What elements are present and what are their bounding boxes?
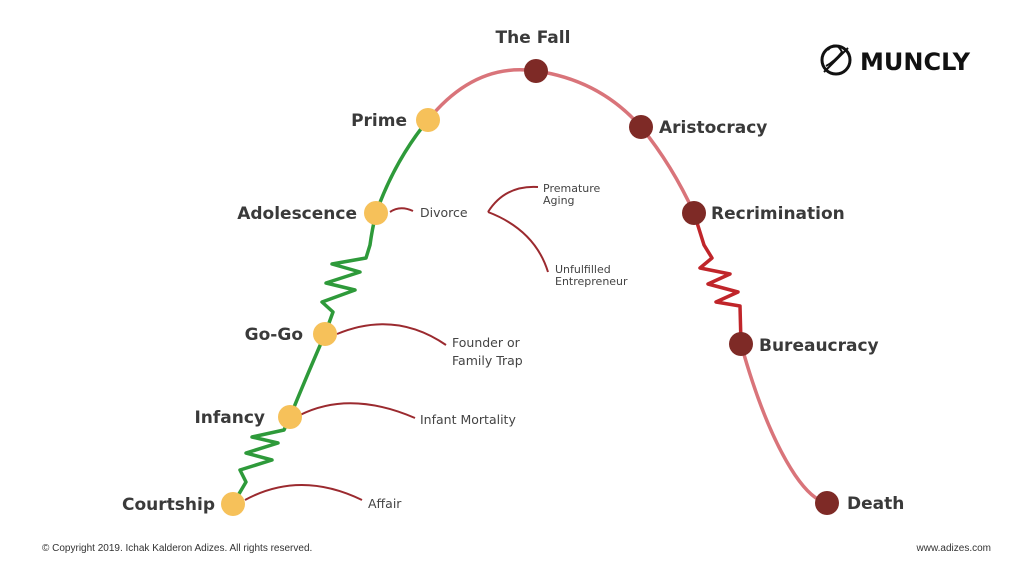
stage-dot-bureaucracy[interactable] bbox=[729, 332, 753, 356]
trap-line-affair bbox=[244, 484, 363, 501]
decline-curve bbox=[426, 68, 696, 214]
trap-label-infant-mortality: Infant Mortality bbox=[420, 412, 516, 427]
trap-line-founder bbox=[336, 323, 447, 346]
stage-label-bureaucracy: Bureaucracy bbox=[759, 336, 879, 356]
trap-line-premature bbox=[487, 185, 539, 213]
stage-dot-aristocracy[interactable] bbox=[629, 115, 653, 139]
stage-label-adolescence: Adolescence bbox=[237, 204, 357, 224]
trap-label-affair: Affair bbox=[368, 496, 402, 511]
trap-line-infant-mortality bbox=[299, 402, 416, 419]
stage-dot-gogo[interactable] bbox=[313, 322, 337, 346]
trap-line-divorce bbox=[389, 207, 414, 213]
stage-dot-recrimination[interactable] bbox=[682, 201, 706, 225]
growth-curve bbox=[231, 118, 430, 505]
stage-dot-prime[interactable] bbox=[416, 108, 440, 132]
stage-label-aristocracy: Aristocracy bbox=[659, 118, 767, 138]
decline-zigzag bbox=[692, 212, 743, 345]
stage-label-prime: Prime bbox=[351, 111, 407, 131]
stage-label-gogo: Go-Go bbox=[245, 325, 303, 345]
trap-label-founder-2: Family Trap bbox=[452, 353, 523, 368]
trap-line-unfulfilled bbox=[487, 211, 549, 273]
copyright-text: © Copyright 2019. Ichak Kalderon Adizes.… bbox=[42, 543, 312, 554]
stage-dot-adolescence[interactable] bbox=[364, 201, 388, 225]
trap-label-premature-1: Premature bbox=[543, 182, 601, 195]
trap-label-unfulfilled-1: Unfulfilled bbox=[555, 263, 611, 276]
trap-label-premature-2: Aging bbox=[543, 194, 575, 207]
trap-label-founder-1: Founder or bbox=[452, 335, 521, 350]
logo-text: MUNCLY bbox=[860, 48, 971, 76]
stage-dot-infancy[interactable] bbox=[278, 405, 302, 429]
muncly-logo: MUNCLY bbox=[820, 44, 971, 76]
decline-curve-lower bbox=[739, 343, 828, 505]
stage-label-courtship: Courtship bbox=[122, 495, 215, 515]
stage-dot-death[interactable] bbox=[815, 491, 839, 515]
website-link[interactable]: www.adizes.com bbox=[916, 543, 991, 554]
stage-label-death: Death bbox=[847, 494, 904, 514]
stage-dot-courtship[interactable] bbox=[221, 492, 245, 516]
trap-label-divorce: Divorce bbox=[420, 205, 468, 220]
stage-label-recrimination: Recrimination bbox=[711, 204, 845, 224]
stage-dot-fall[interactable] bbox=[524, 59, 548, 83]
stage-label-infancy: Infancy bbox=[194, 408, 265, 428]
stage-label-fall: The Fall bbox=[496, 28, 571, 48]
trap-label-unfulfilled-2: Entrepreneur bbox=[555, 275, 628, 288]
